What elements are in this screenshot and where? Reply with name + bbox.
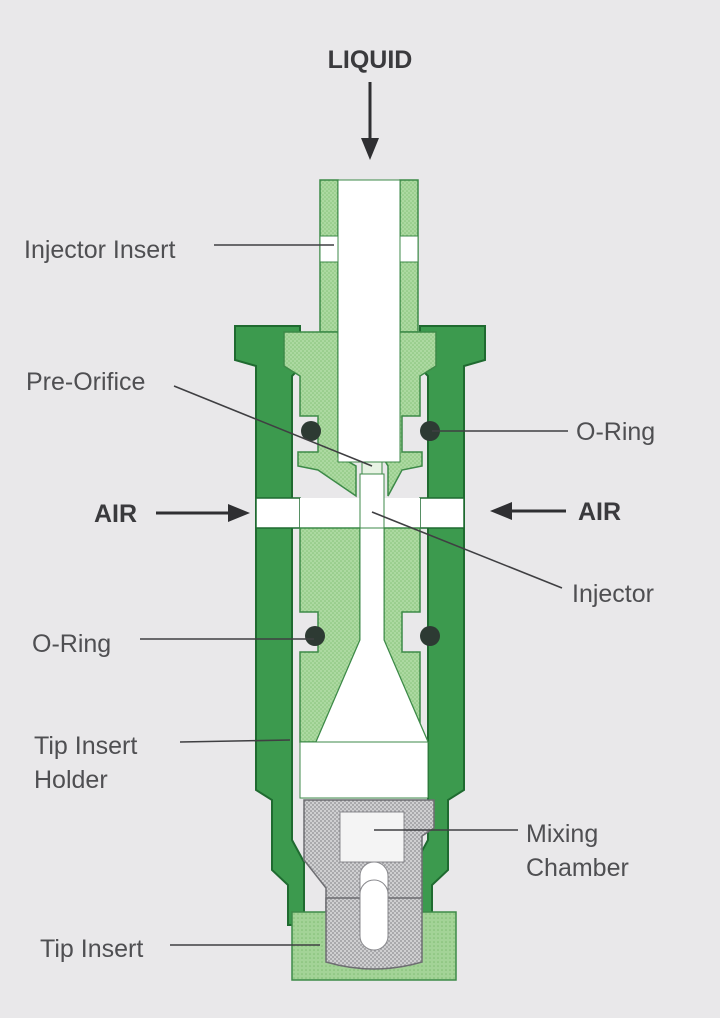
holder-right-wall [415,325,486,926]
o-rings [301,421,440,646]
o-ring-lower-right [420,626,440,646]
air-port-right [419,497,465,529]
label-air-left: AIR [94,500,137,528]
mixing-chamber-cavity [339,811,405,863]
pre-mix-chamber [299,741,429,799]
injector-insert [283,179,437,498]
label-air-right: AIR [578,498,621,526]
injector-insert-hole-left [319,235,339,263]
o-ring-upper-right [420,421,440,441]
o-ring-lower-left [305,626,325,646]
injector-neck [359,473,385,529]
air-right-arrow-head [490,502,512,520]
injector-insert-hole-right [399,235,419,263]
label-injector: Injector [572,580,654,608]
leader-injector [371,511,563,589]
injector [299,473,430,743]
leader-pre-orifice [173,385,373,467]
leader-tip-insert-holder [179,739,291,743]
label-tip-insert: Tip Insert [40,935,143,963]
label-pre-orifice: Pre-Orifice [26,368,145,396]
tip-insert-orifice [359,879,389,951]
tip-insert [291,879,457,981]
air-left-arrow-head [228,504,250,522]
o-ring-upper-left [301,421,321,441]
label-tip-insert-holder-2: Holder [34,766,108,794]
label-tip-insert-holder-1: Tip Insert [34,732,137,760]
label-o-ring-right: O-Ring [576,418,655,446]
leader-lines [140,244,568,946]
label-mixing-chamber-1: Mixing [526,820,598,848]
labels: LIQUID Injector Insert Pre-Orifice O-Rin… [24,46,655,963]
label-liquid: LIQUID [328,46,413,74]
label-o-ring-left: O-Ring [32,630,111,658]
liquid-arrow-head [361,138,379,160]
label-injector-insert: Injector Insert [24,236,176,264]
liquid-bore [337,179,401,463]
holder-left-wall [234,325,305,926]
flow-arrows [156,82,566,522]
air-port-left [255,497,301,529]
label-mixing-chamber-2: Chamber [526,854,629,882]
